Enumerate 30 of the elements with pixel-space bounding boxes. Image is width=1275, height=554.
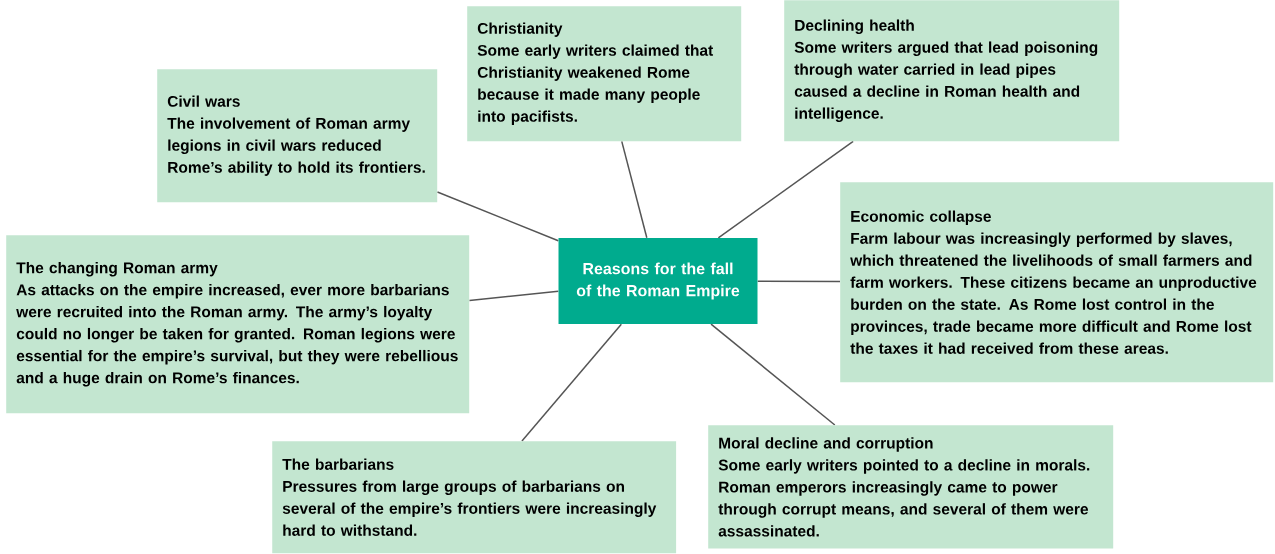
box-text: Some early writers pointed to a decline in morals. Roman emperors increasingly came to power through corrupt means, and several of them were assassinated.: [718, 459, 1090, 537]
box-text: The involvement of Roman army legions in civil wars reduced Rome’s ability to hold its frontiers.: [167, 117, 425, 176]
box-heading: Economic collapse: [851, 210, 991, 225]
box-text: Some writers argued that lead poisoning through water carried in lead pipes caused a decline in Roman health and intelligence.: [794, 41, 1098, 122]
connector-line: [756, 280, 841, 283]
box-heading: Civil wars: [167, 95, 240, 107]
text-box: [467, 6, 742, 142]
box-text: As attacks on the empire increased, ever more barbarians were recruited into the Roman army. The army’s loyalty could no longer be taken for granted. Roman legions were essential for the empire’s survival, but they were rebellious and a huge drain on Rome’s finances.: [16, 283, 458, 387]
text-box: [272, 441, 677, 554]
text-box: [840, 182, 1274, 383]
text-box: [784, 0, 1120, 142]
box-heading: Moral decline and corruption: [719, 437, 933, 452]
text-box: [6, 235, 470, 414]
text-box: [157, 69, 438, 203]
title-text: Reasons for the fall of the Roman Empire: [576, 262, 740, 300]
box-text: Farm labour was increasingly performed by slaves, which threatened the livelihoods of small farmers and farm workers. These citizens became an unproductive burden on the state. As Rome lost control in the provinces, trade became more difficult and Rome lost the taxes it had received from these areas.: [850, 232, 1257, 354]
central-box: [558, 238, 758, 324]
connector-line: [521, 323, 623, 442]
connector-line: [710, 323, 836, 426]
box-text: Pressures from large groups of barbarians on several of the empire’s frontiers were increasingly hard to withstand.: [282, 480, 657, 536]
box-text: Some early writers claimed that Christianity weakened Rome because it made many people into pacifists.: [477, 44, 714, 125]
box-heading: Christianity: [477, 22, 563, 37]
text-box: [708, 425, 1114, 549]
box-heading: The changing Roman army: [16, 261, 218, 277]
connector-line: [717, 140, 854, 239]
connector-line: [436, 191, 560, 242]
connector-line: [621, 140, 648, 239]
box-heading: Declining health: [795, 19, 914, 34]
connector-line: [468, 290, 560, 302]
box-heading: The barbarians: [282, 458, 394, 470]
